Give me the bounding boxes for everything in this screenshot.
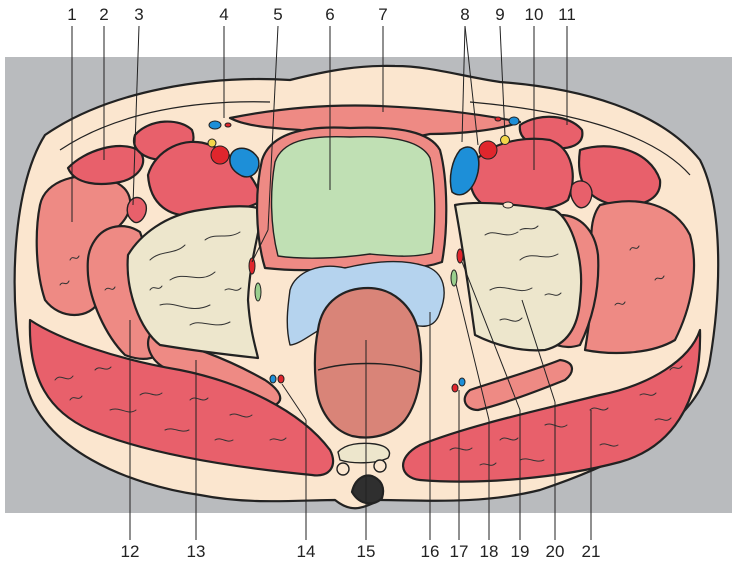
- label-10: 10: [525, 5, 544, 24]
- label-6: 6: [325, 5, 334, 24]
- bladder: [272, 137, 435, 259]
- small-vessel-left: [337, 463, 349, 475]
- pudendal-artery-left: [278, 375, 284, 383]
- label-17: 17: [450, 542, 469, 561]
- label-21: 21: [582, 542, 601, 561]
- label-19: 19: [511, 542, 530, 561]
- obturator-nerve-left: [255, 283, 261, 301]
- top-labels: 1 2 3 4 5 6 7 8 9 10 11: [67, 5, 576, 24]
- femoral-artery-left: [211, 146, 229, 164]
- artery-right-small: [495, 117, 501, 121]
- label-4: 4: [219, 5, 228, 24]
- label-7: 7: [378, 5, 387, 24]
- nerve-right: [501, 136, 510, 145]
- artery-left-small: [225, 123, 231, 127]
- label-1: 1: [67, 5, 76, 24]
- obturator-artery-left: [249, 258, 255, 274]
- femoral-head-right: [455, 203, 581, 350]
- label-11: 11: [558, 5, 576, 24]
- pudendal-vein-right: [459, 378, 465, 386]
- muscle-small-left: [127, 198, 146, 223]
- femoral-artery-right: [479, 141, 497, 159]
- label-20: 20: [546, 542, 565, 561]
- label-13: 13: [187, 542, 206, 561]
- label-3: 3: [134, 5, 143, 24]
- muscle-vastus-right: [585, 201, 694, 353]
- label-8: 8: [460, 5, 469, 24]
- obturator-artery-right: [457, 249, 463, 263]
- small-fat-gap: [503, 202, 513, 208]
- label-18: 18: [480, 542, 499, 561]
- pudendal-artery-right: [452, 384, 458, 392]
- label-9: 9: [495, 5, 504, 24]
- label-15: 15: [357, 542, 376, 561]
- nerve-left: [208, 139, 216, 147]
- small-vessel-right: [374, 460, 386, 472]
- label-14: 14: [297, 542, 316, 561]
- label-2: 2: [99, 5, 108, 24]
- label-16: 16: [421, 542, 440, 561]
- obturator-nerve-right: [451, 270, 457, 286]
- rectum: [315, 288, 421, 437]
- vein-right-small: [509, 117, 519, 125]
- bottom-labels: 12 13 14 15 16 17 18 19 20 21: [121, 542, 601, 561]
- label-5: 5: [273, 5, 282, 24]
- vein-left-small: [209, 121, 221, 129]
- pudendal-vein-left: [270, 375, 276, 383]
- label-12: 12: [121, 542, 140, 561]
